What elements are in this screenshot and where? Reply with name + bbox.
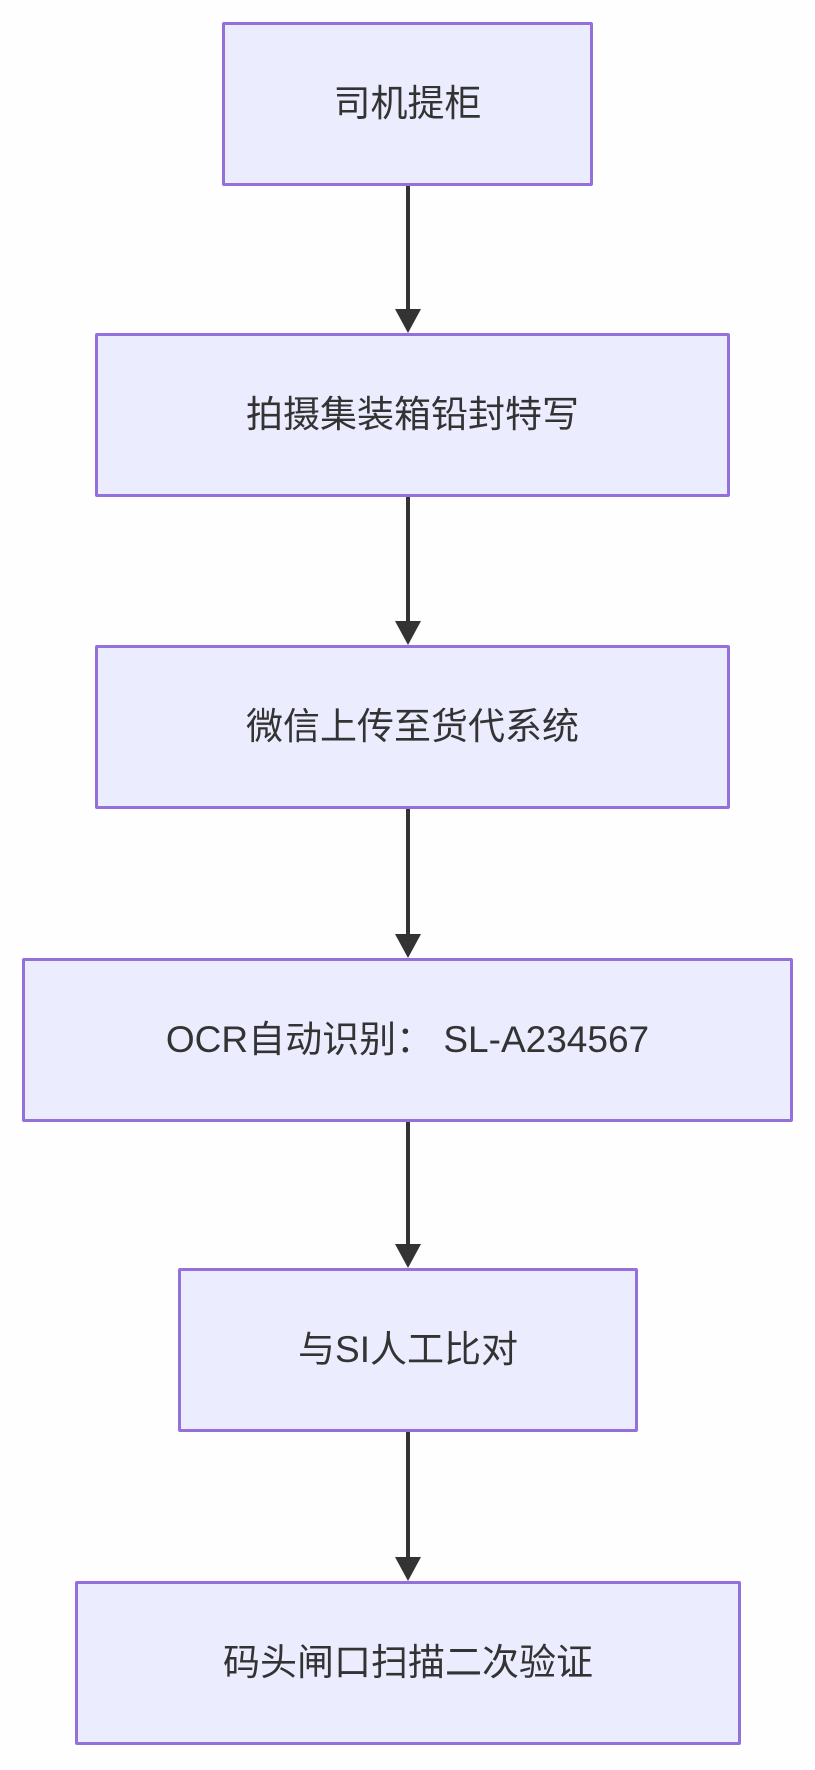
node-wechat-upload-forwarder-label: 微信上传至货代系统 — [246, 705, 579, 747]
down-arrow-3 — [391, 809, 425, 958]
down-arrow-1 — [391, 186, 425, 333]
arrow-head-icon — [395, 309, 421, 333]
node-photo-seal-closeup-label: 拍摄集装箱铅封特写 — [246, 393, 579, 435]
down-arrow-5 — [391, 1432, 425, 1581]
arrow-head-icon — [395, 1244, 421, 1268]
node-gate-scan-secondary-verify-label: 码头闸口扫描二次验证 — [223, 1641, 593, 1683]
node-ocr-auto-recognition: OCR自动识别： SL-A234567 — [22, 958, 793, 1122]
arrow-shaft — [406, 1432, 410, 1558]
arrow-shaft — [406, 497, 410, 622]
node-gate-scan-secondary-verify: 码头闸口扫描二次验证 — [75, 1581, 741, 1745]
node-wechat-upload-forwarder: 微信上传至货代系统 — [95, 645, 730, 809]
node-si-manual-compare: 与SI人工比对 — [178, 1268, 638, 1432]
node-driver-pickup-label: 司机提柜 — [333, 82, 482, 124]
node-driver-pickup: 司机提柜 — [222, 22, 593, 186]
arrow-head-icon — [395, 1557, 421, 1581]
arrow-shaft — [406, 809, 410, 935]
node-ocr-auto-recognition-label: OCR自动识别： SL-A234567 — [165, 1018, 650, 1060]
arrow-shaft — [406, 1122, 410, 1245]
down-arrow-2 — [391, 497, 425, 645]
node-photo-seal-closeup: 拍摄集装箱铅封特写 — [95, 333, 730, 497]
arrow-shaft — [406, 186, 410, 310]
arrow-head-icon — [395, 934, 421, 958]
down-arrow-4 — [391, 1122, 425, 1268]
node-si-manual-compare-label: 与SI人工比对 — [298, 1328, 518, 1370]
arrow-head-icon — [395, 621, 421, 645]
